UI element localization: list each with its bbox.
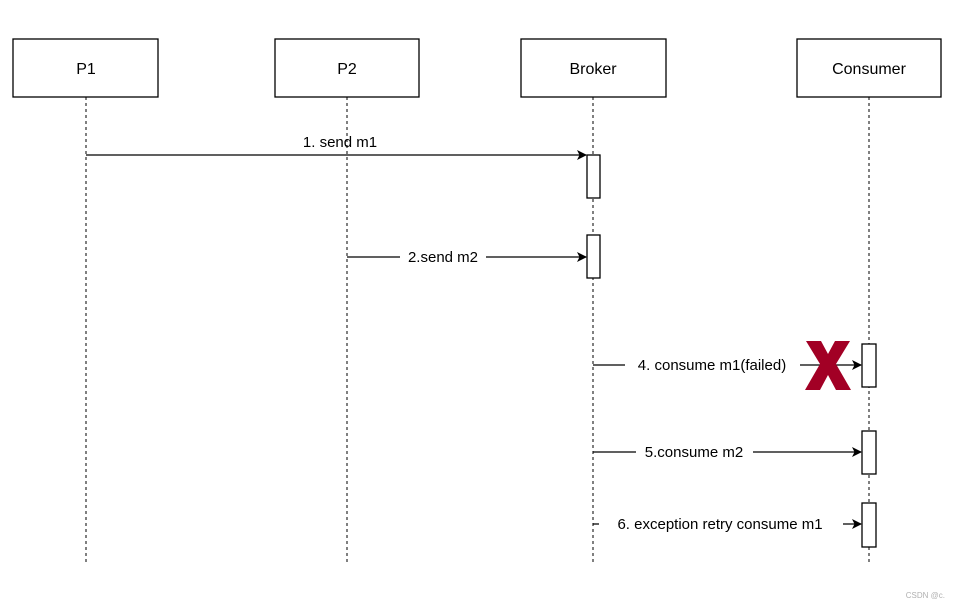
participant-consumer[interactable]: Consumer <box>796 38 942 98</box>
participant-label: P1 <box>76 61 96 78</box>
activation-broker-2 <box>586 234 601 279</box>
activation-consumer-2 <box>861 430 877 475</box>
message-send-m1[interactable]: 1. send m1 <box>86 134 587 160</box>
message-label: 2.send m2 <box>408 249 478 266</box>
failure-x-icon <box>805 341 851 390</box>
participant-label: Consumer <box>832 61 906 78</box>
message-label: 6. exception retry consume m1 <box>617 516 822 533</box>
message-label: 5.consume m2 <box>645 444 743 461</box>
message-retry-consume-m1[interactable]: 6. exception retry consume m1 <box>593 514 862 534</box>
activation-consumer-1 <box>861 343 877 388</box>
participant-p1[interactable]: P1 <box>12 38 159 98</box>
message-send-m2[interactable]: 2.send m2 <box>347 247 587 267</box>
activation-broker-1 <box>586 154 601 199</box>
participant-p2[interactable]: P2 <box>274 38 420 98</box>
activation-consumer-3 <box>861 502 877 548</box>
participant-label: Broker <box>569 61 617 78</box>
message-consume-m2[interactable]: 5.consume m2 <box>593 442 862 462</box>
message-consume-m1-failed[interactable]: 4. consume m1(failed) <box>593 355 862 375</box>
participant-broker[interactable]: Broker <box>520 38 667 98</box>
participant-label: P2 <box>337 61 357 78</box>
message-label: 1. send m1 <box>303 134 377 151</box>
watermark: CSDN @c. <box>906 591 945 600</box>
message-label: 4. consume m1(failed) <box>638 357 786 374</box>
